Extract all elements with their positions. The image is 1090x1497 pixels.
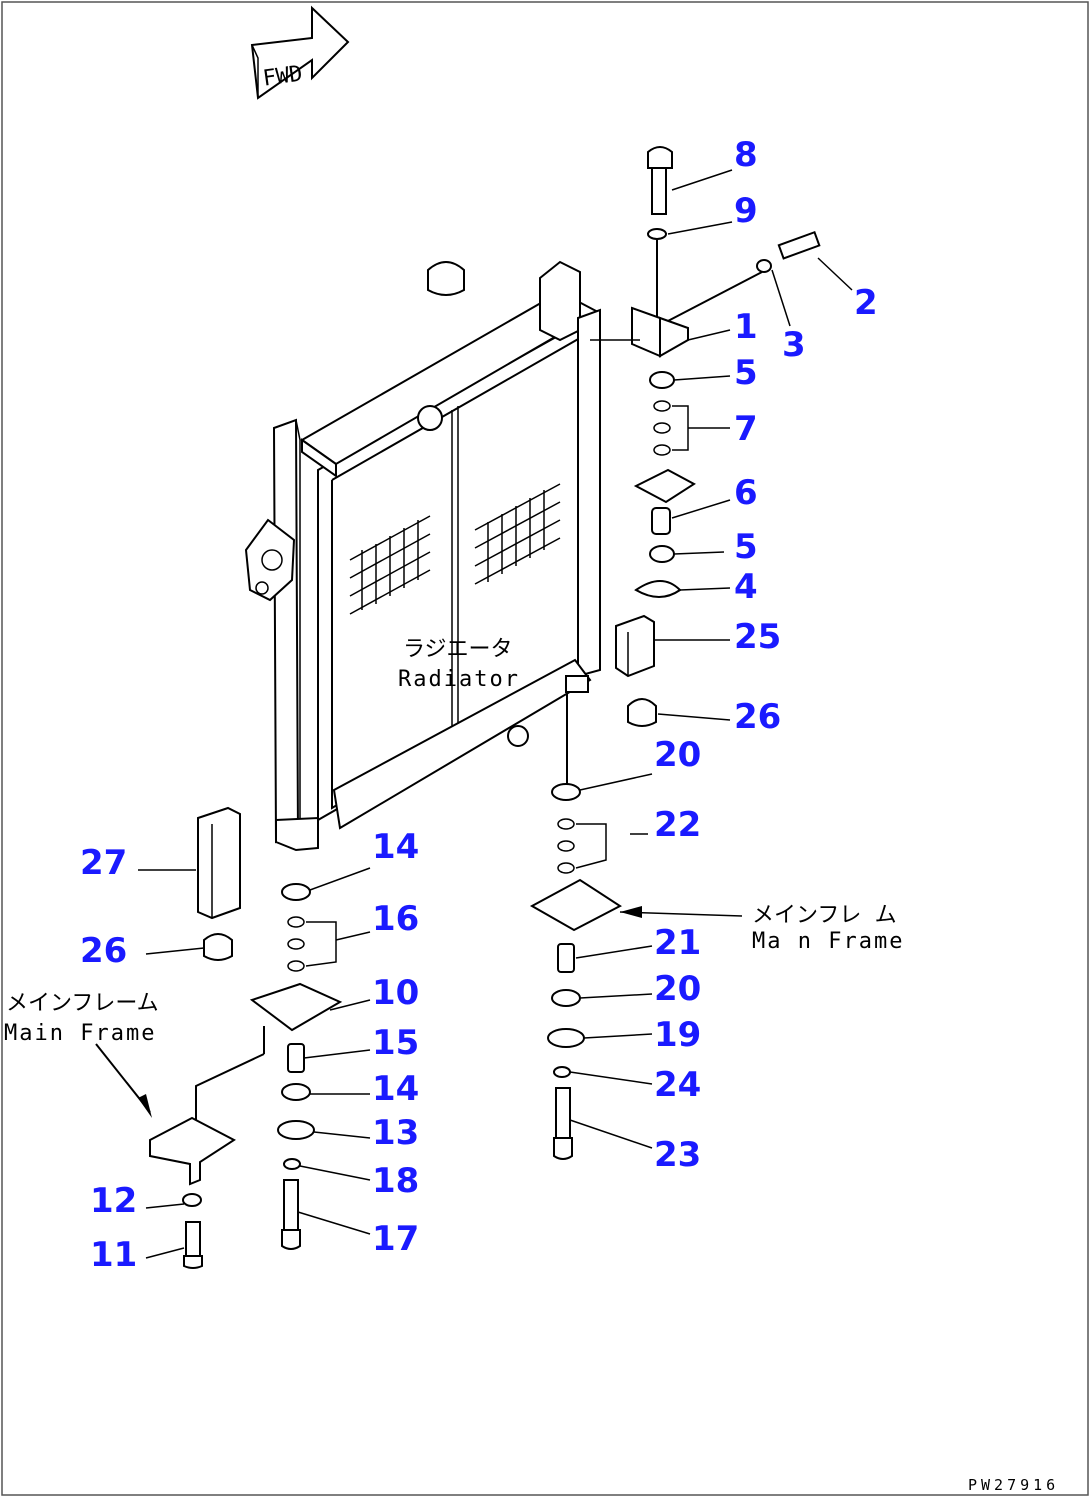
- main-frame-left-jp: メインフレーム: [6, 991, 159, 1016]
- right-upper-parts: [566, 146, 821, 790]
- left-lower-parts: [95, 806, 343, 1269]
- part-label: 1: [734, 307, 758, 347]
- part-label: 17: [372, 1219, 419, 1259]
- fwd-arrow-icon: FWD: [250, 5, 350, 100]
- part-label: 7: [734, 409, 758, 449]
- part-label: 16: [372, 899, 419, 939]
- part-label: 5: [734, 527, 758, 567]
- part-label: 20: [654, 735, 701, 775]
- part-number-labels: 8 9 2 1 3 5 7 6 5 4 25 26 20 22 21 20 19…: [80, 135, 878, 1275]
- main-frame-left-en: Main Frame: [4, 1021, 156, 1046]
- part-label: 24: [654, 1065, 701, 1105]
- main-frame-right-en: Ma n Frame: [752, 929, 904, 954]
- part-label: 3: [782, 325, 806, 365]
- part-label: 9: [734, 191, 758, 231]
- part-label: 2: [854, 283, 878, 323]
- core-hatch-right: [474, 483, 561, 585]
- part-label: 15: [372, 1023, 419, 1063]
- part-label: 19: [654, 1015, 701, 1055]
- part-label: 12: [90, 1181, 137, 1221]
- part-label: 25: [734, 617, 781, 657]
- part-label: 10: [372, 973, 419, 1013]
- part-label: 13: [372, 1113, 419, 1153]
- part-label: 26: [80, 931, 127, 971]
- part-label: 4: [734, 567, 758, 607]
- main-frame-right-jp: メインフレ ム: [752, 903, 897, 928]
- part-label: 18: [372, 1161, 419, 1201]
- part-label: 20: [654, 969, 701, 1009]
- right-lower-parts: [529, 783, 622, 1160]
- part-label: 22: [654, 805, 701, 845]
- part-label: 14: [372, 827, 419, 867]
- part-label: 6: [734, 473, 758, 513]
- core-hatch-left: [349, 515, 431, 615]
- leader-lines: [138, 169, 853, 1259]
- part-label: 21: [654, 923, 701, 963]
- radiator-jp-label: ラジエータ: [403, 637, 513, 662]
- part-label: 26: [734, 697, 781, 737]
- fwd-text: FWD: [261, 61, 304, 91]
- part-label: 27: [80, 843, 127, 883]
- part-label: 11: [90, 1235, 137, 1275]
- part-label: 8: [734, 135, 758, 175]
- radiator-drawing: ラジエータ Radiator: [244, 260, 601, 852]
- drawing-code: PW27916: [968, 1476, 1059, 1494]
- radiator-en-label: Radiator: [398, 667, 520, 692]
- part-label: 5: [734, 353, 758, 393]
- part-label: 14: [372, 1069, 419, 1109]
- part-label: 23: [654, 1135, 701, 1175]
